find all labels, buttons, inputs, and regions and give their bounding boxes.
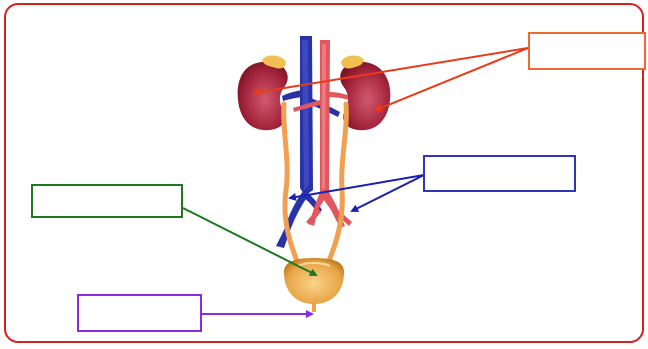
kidney-leader-lines xyxy=(254,48,528,110)
kidney-left-icon xyxy=(238,56,288,131)
ureter-leader-line xyxy=(183,208,316,275)
ureter-icon xyxy=(284,104,347,268)
kidney-label-box[interactable] xyxy=(528,32,646,70)
bladder-icon xyxy=(284,258,344,312)
ureter-label-box[interactable] xyxy=(31,184,183,218)
blood-vessels-label-box[interactable] xyxy=(423,155,576,192)
urethra-label-box[interactable] xyxy=(77,294,202,332)
